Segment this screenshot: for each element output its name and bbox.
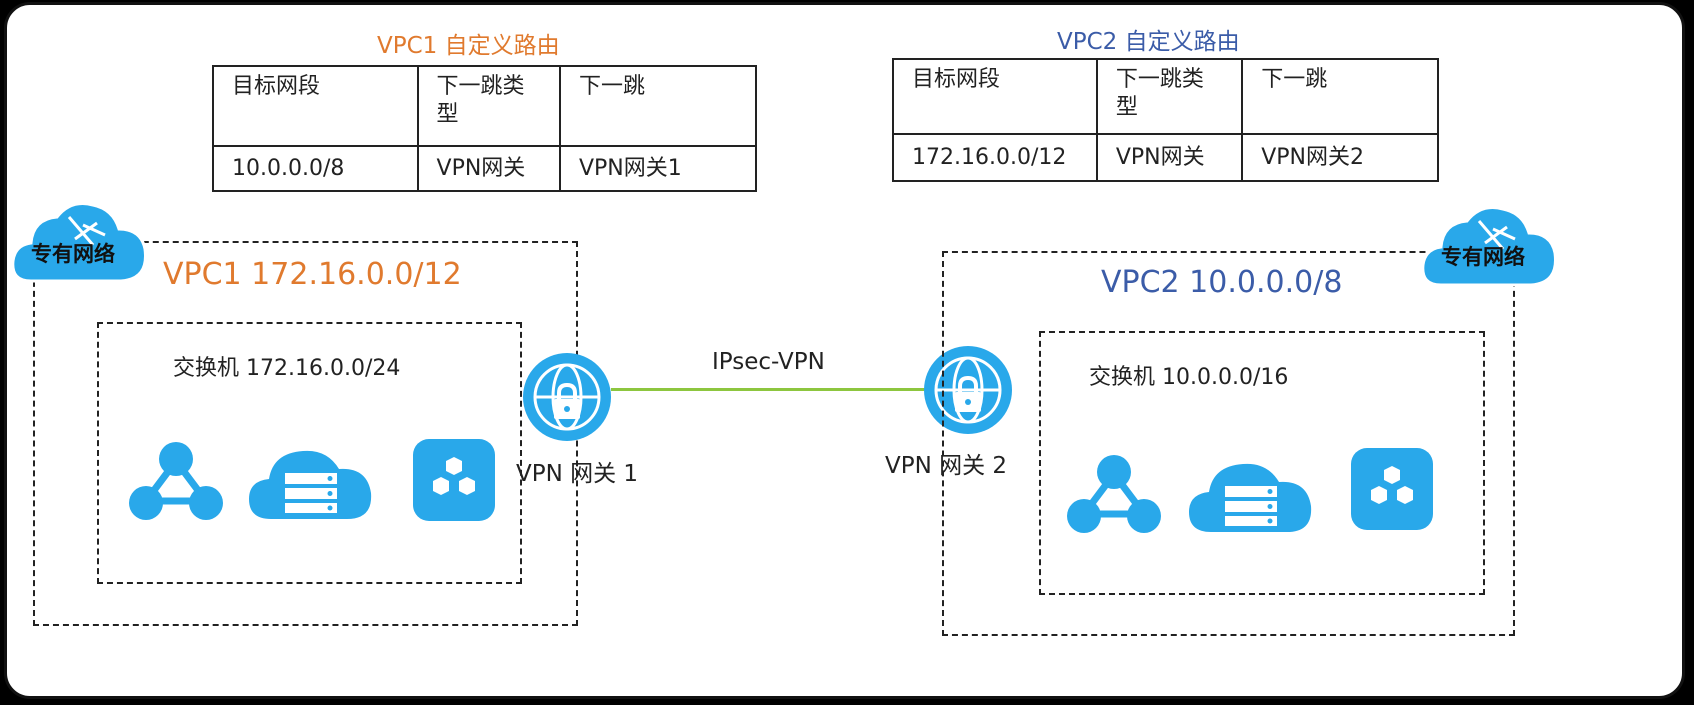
vpc2-header-nexthop-type: 下一跳类型: [1095, 58, 1244, 135]
vpc2-cloud-server-icon-wrap: [1187, 454, 1315, 534]
ipsec-vpn-label: IPsec-VPN: [712, 349, 825, 375]
vpc2-route-table: 目标网段 下一跳类型 下一跳 172.16.0.0/12 VPN网关 VPN网关…: [892, 58, 1439, 182]
vpc1-badge-text: 专有网络: [31, 242, 115, 266]
vpc2-switch-region: [1039, 331, 1485, 595]
vpn-gateway-2-icon-wrap: [920, 342, 1016, 438]
vpc2-topology-icon-wrap: [1065, 450, 1163, 538]
vpc2-cell-nexthop-type: VPN网关: [1095, 133, 1244, 182]
hexagon-cluster-icon: [413, 439, 495, 521]
vpn-gateway-globe-lock-icon: [924, 346, 1012, 434]
vpc2-header-dest: 目标网段: [892, 58, 1098, 135]
vpc2-switch-label: 交换机 10.0.0.0/16: [1089, 365, 1289, 390]
vpn-gateway-1-icon-wrap: [519, 349, 615, 445]
vpc1-switch-label: 交换机 172.16.0.0/24: [173, 356, 401, 381]
network-topology-icon: [129, 442, 223, 520]
vpc2-cell-dest: 172.16.0.0/12: [892, 133, 1098, 182]
vpc1-cloud-badge: [9, 195, 149, 287]
hexagon-cluster-icon: [1351, 448, 1433, 530]
ipsec-vpn-link: [611, 388, 926, 391]
vpc1-cell-nexthop: VPN网关1: [558, 145, 758, 192]
vpc1-cloud-server-icon-wrap: [247, 441, 375, 521]
cloud-badge-icon: [11, 202, 147, 283]
network-topology-icon: [1067, 455, 1161, 533]
vpc2-header-nexthop: 下一跳: [1241, 58, 1439, 135]
vpc2-region: [942, 251, 1515, 636]
cloud-server-icon: [1189, 463, 1312, 532]
vpc1-cell-nexthop-type: VPN网关: [416, 145, 561, 192]
vpc1-header-nexthop-type: 下一跳类型: [416, 65, 561, 147]
vpc2-route-title: VPC2 自定义路由: [1057, 29, 1240, 55]
vpc1-header-nexthop: 下一跳: [558, 65, 758, 147]
cloud-badge-icon: [1421, 206, 1557, 287]
vpc1-header-dest: 目标网段: [212, 65, 419, 147]
vpn-gateway-1-label: VPN 网关 1: [516, 461, 639, 487]
vpn-gateway-globe-lock-icon: [523, 353, 611, 441]
vpc2-label: VPC2 10.0.0.0/8: [1101, 265, 1343, 300]
vpc1-label: VPC1 172.16.0.0/12: [163, 257, 462, 292]
vpc1-route-title: VPC1 自定义路由: [377, 33, 560, 59]
vpc1-topology-icon-wrap: [127, 437, 225, 525]
cloud-server-icon: [249, 450, 372, 519]
vpc2-badge-text: 专有网络: [1441, 245, 1525, 269]
vpc1-switch-region: [97, 322, 522, 584]
vpn-gateway-2-label: VPN 网关 2: [885, 453, 1008, 479]
vpc2-cell-nexthop: VPN网关2: [1241, 133, 1439, 182]
vpc1-cell-dest: 10.0.0.0/8: [212, 145, 419, 192]
diagram-frame: VPC1 自定义路由 目标网段 下一跳类型 下一跳 10.0.0.0/8 VPN…: [4, 2, 1685, 699]
vpc2-cloud-badge: [1419, 199, 1559, 291]
vpc1-hexagon-icon-wrap: [411, 437, 497, 523]
vpc2-hexagon-icon-wrap: [1349, 446, 1435, 532]
vpc1-route-table: 目标网段 下一跳类型 下一跳 10.0.0.0/8 VPN网关 VPN网关1: [212, 65, 758, 192]
